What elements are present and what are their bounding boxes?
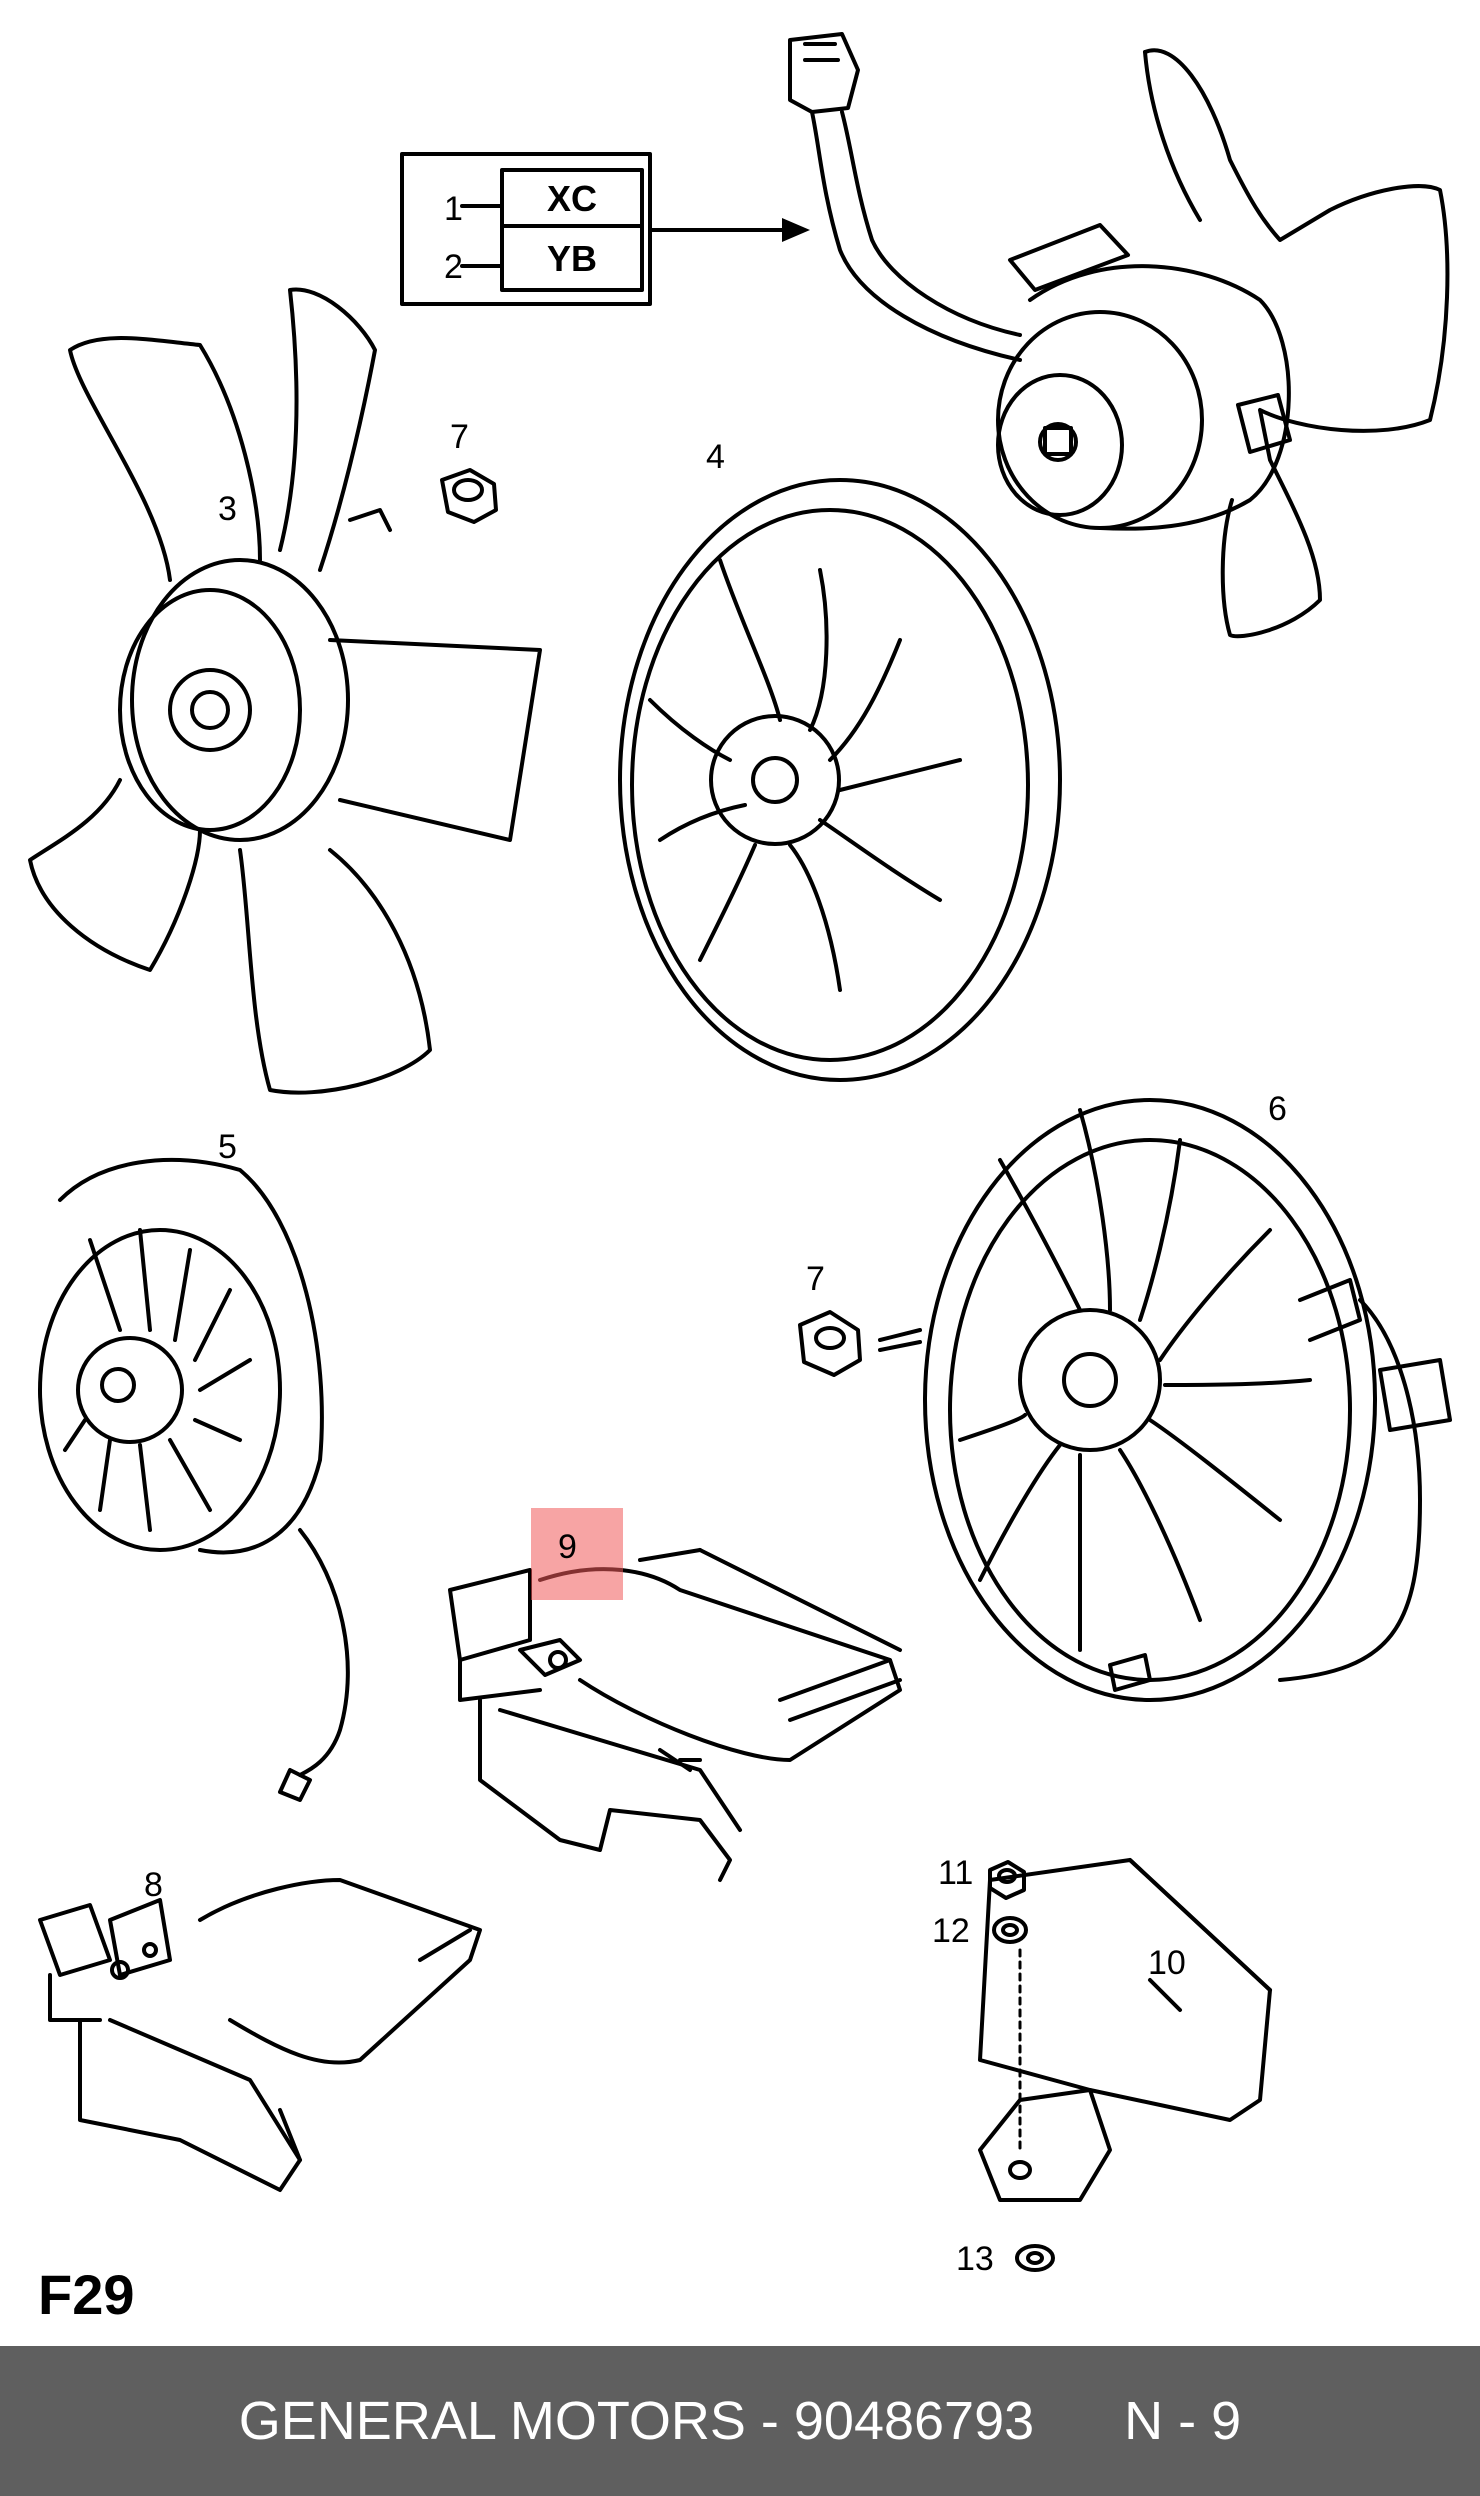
callout-7-top: 7 [450,418,469,456]
callout-5: 5 [218,1128,237,1166]
fan-motor-assembly [788,32,1450,639]
connector-pin-1: 1 [444,190,463,228]
connector-code-yb: YB [546,238,597,279]
connector-code-xc: XC [546,178,597,219]
connector-table [400,152,810,306]
callout-3: 3 [218,490,237,528]
washer-12 [992,1916,1028,1944]
connector-pin-2: 2 [444,248,463,286]
washer-13 [1015,2244,1055,2272]
fan-blade-3 [28,287,542,1095]
nut-7-middle [798,1310,922,1377]
callout-10: 10 [1148,1944,1186,1982]
footer-position: N - 9 [1124,2391,1242,2451]
resistor-module-8 [38,1878,482,2192]
callout-11: 11 [938,1854,974,1892]
fan-shroud-6 [923,1098,1452,1702]
relay-10 [978,1858,1272,2202]
footer-part-number: 90486793 [793,2391,1035,2451]
nut-7-top [440,468,498,524]
resistor-module-9 [448,1548,902,1882]
callout-7-middle: 7 [806,1260,825,1298]
callout-6: 6 [1268,1090,1287,1128]
footer-separator: - [745,2391,794,2451]
motor-5 [38,1158,350,1802]
footer-brand: GENERAL MOTORS [238,2391,746,2451]
highlight-marker [531,1508,623,1600]
fan-shroud-4 [618,478,1062,1082]
footer-gap [1034,2390,1124,2452]
nut-11 [988,1860,1026,1900]
callout-8: 8 [144,1866,163,1904]
callout-12: 12 [932,1912,970,1950]
callout-9: 9 [558,1528,577,1566]
footer-bar: GENERAL MOTORS - 90486793 N - 9 [0,2346,1480,2496]
callout-13: 13 [956,2240,994,2278]
parts-diagram: 1 2 XC YB 3 7 4 5 6 7 9 8 11 12 10 13 F2… [28,32,1452,2326]
diagram-drawing [28,32,1452,2272]
callout-4: 4 [706,438,725,476]
figure-label: F29 [38,2263,135,2326]
